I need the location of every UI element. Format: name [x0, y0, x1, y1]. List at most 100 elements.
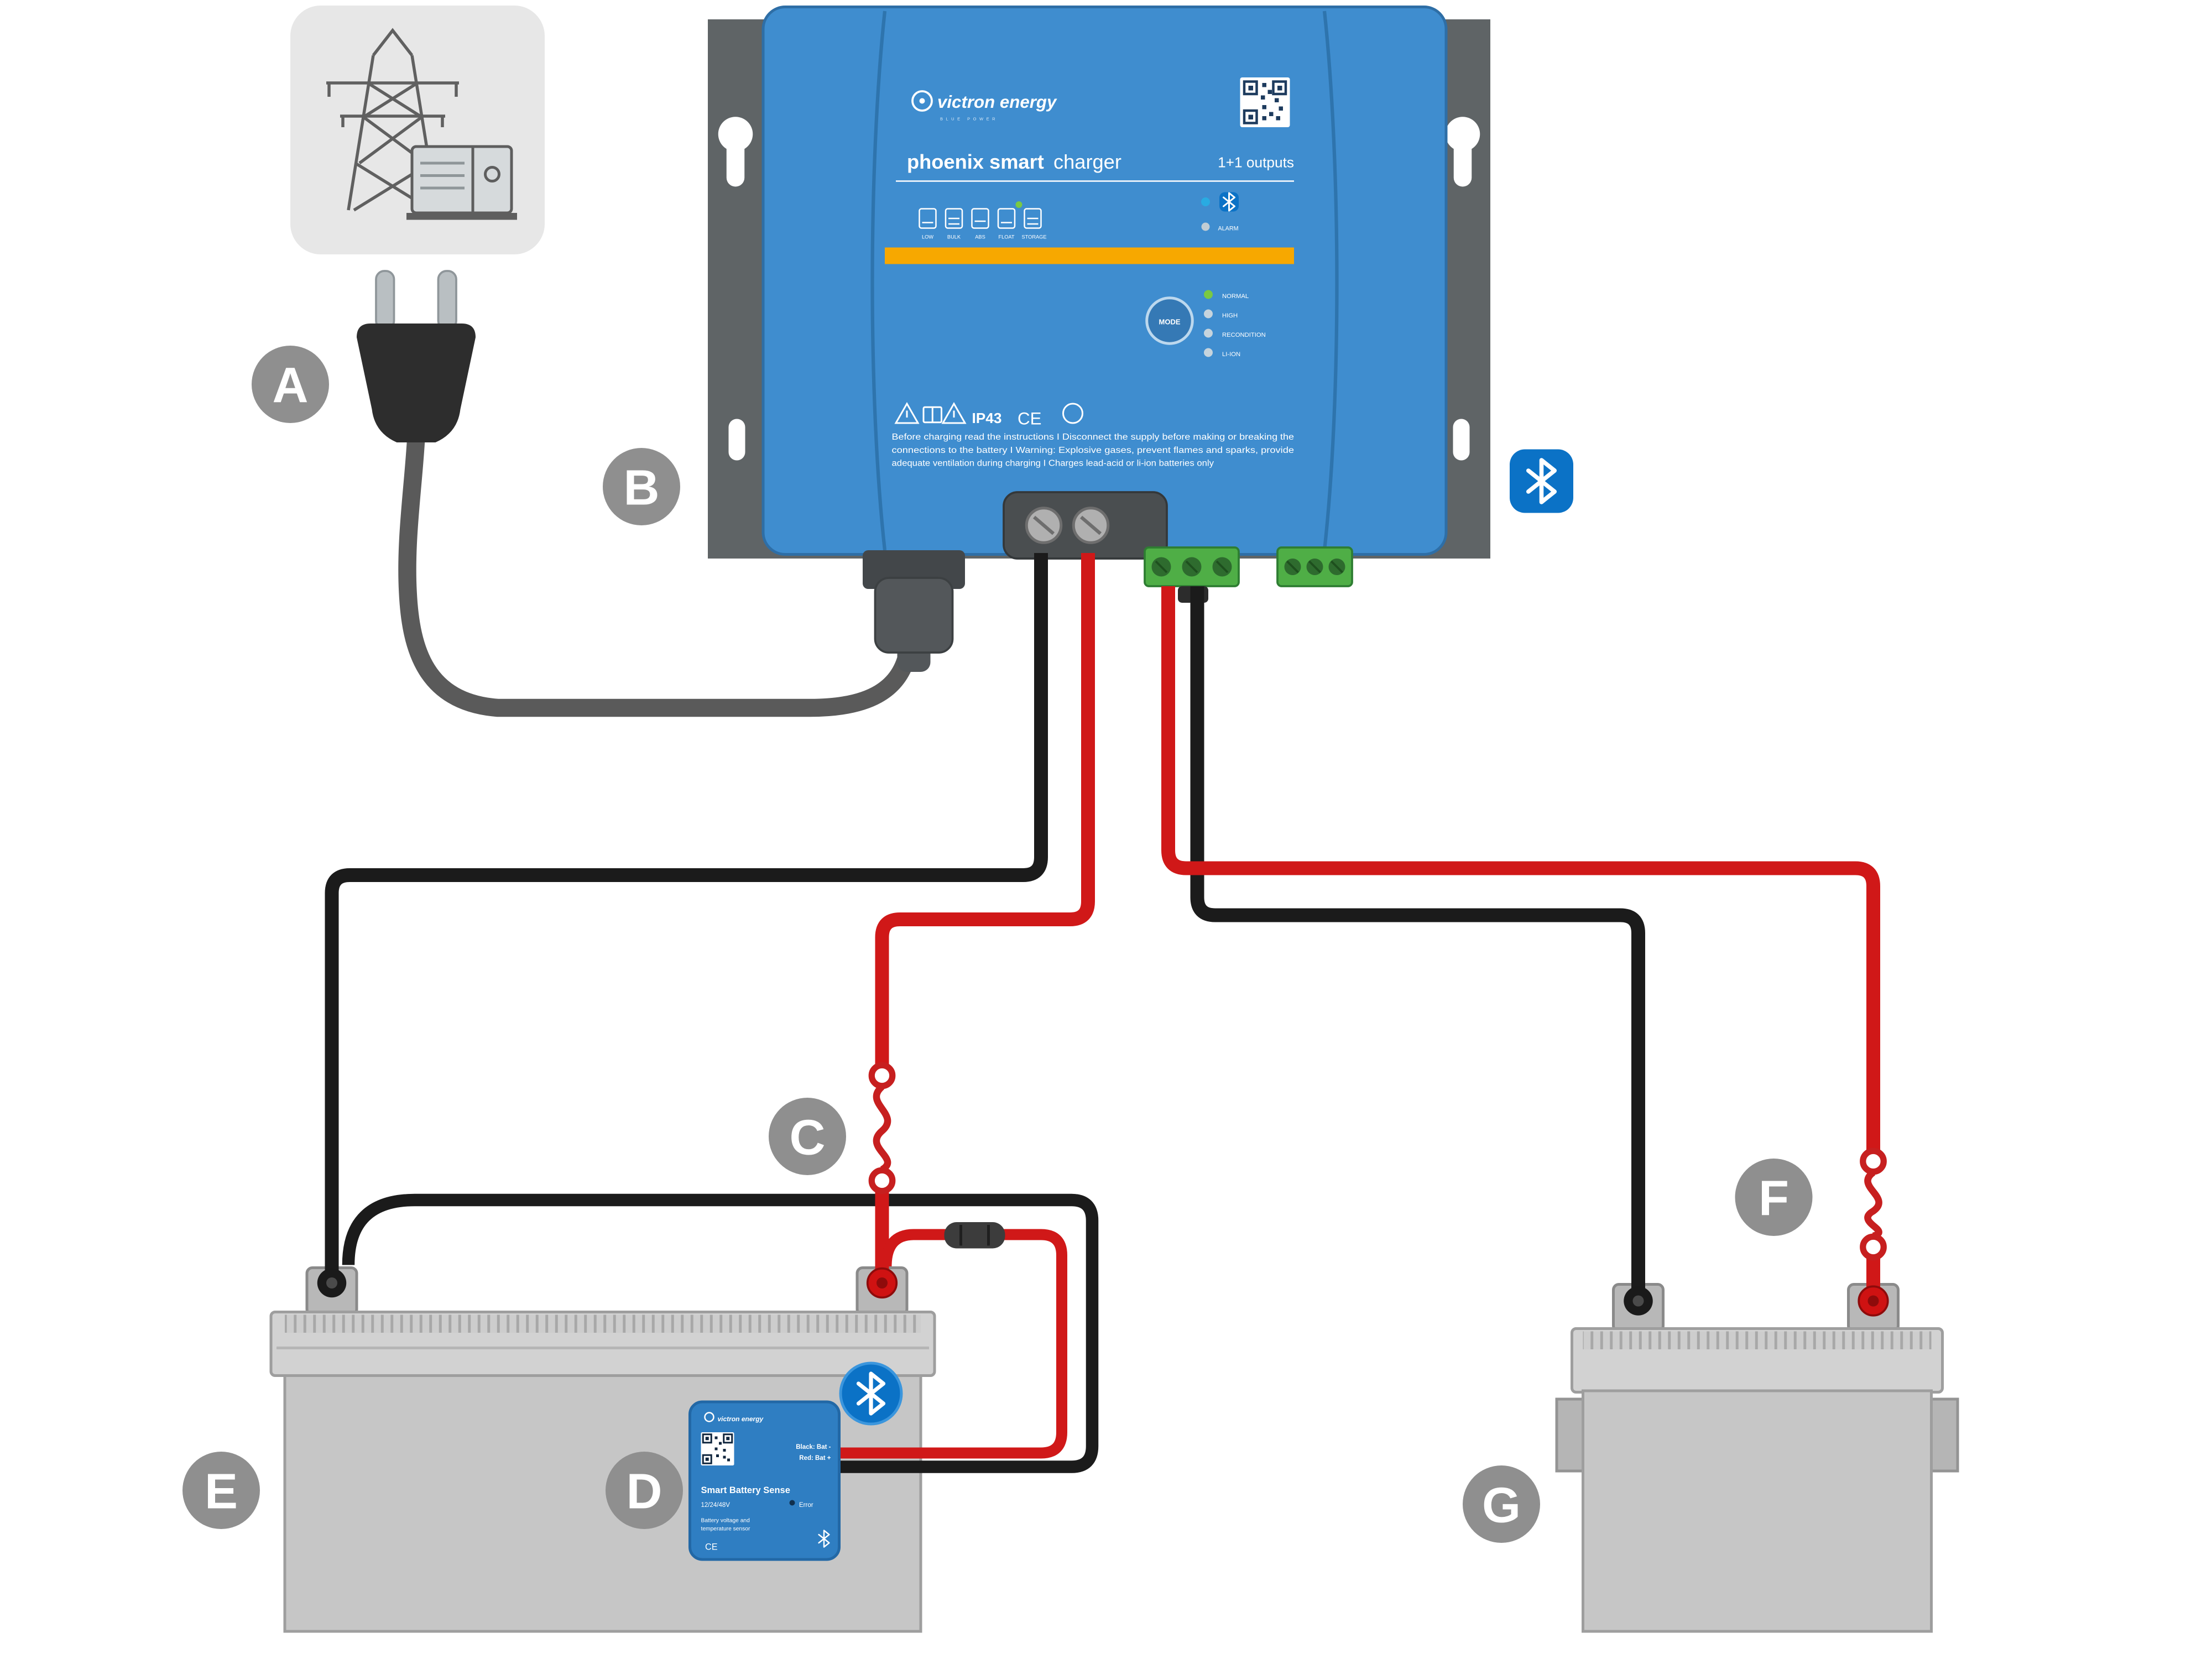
- charger-qr-code: [1240, 77, 1290, 127]
- transmission-tower-icon: [326, 28, 459, 212]
- warning-text: Before charging read the instructions I …: [892, 432, 1295, 468]
- wire-red-starter-upper: [1161, 586, 1880, 1150]
- svg-text:D: D: [627, 1464, 662, 1520]
- green-terminal-blocks: [1144, 546, 1353, 603]
- sense-voltage: 12/24/48V: [701, 1502, 731, 1509]
- label-a: A: [252, 346, 329, 423]
- bluetooth-icon-charger: [1510, 449, 1573, 513]
- mode-button-label: MODE: [1159, 317, 1181, 326]
- sense-title: Smart Battery Sense: [701, 1485, 790, 1495]
- liion-led: [1204, 348, 1213, 357]
- product-name-light: charger: [1053, 150, 1121, 173]
- ip-rating: IP43: [972, 410, 1002, 426]
- fuse-c-wave: [873, 1084, 891, 1173]
- label-c: C: [769, 1098, 846, 1175]
- plug-body: [357, 324, 476, 442]
- sense-ce-mark: CE: [705, 1542, 718, 1552]
- charger-brand-tagline: BLUE POWER: [940, 117, 998, 122]
- body-seam-left: [870, 11, 887, 551]
- charge-stage-indicators: LOW BULK ABS FLOAT STORAGE: [919, 201, 1047, 239]
- sense-red-wire-label: Red: Bat +: [799, 1455, 831, 1462]
- outputs-text: 1+1 outputs: [1218, 154, 1294, 171]
- ac-plug-and-cable: [357, 270, 954, 717]
- terminal-screws: [1025, 507, 1110, 544]
- warning-line-1: Before charging read the instructions I …: [892, 432, 1295, 442]
- label-b: B: [603, 448, 680, 525]
- svg-text:C: C: [790, 1110, 826, 1166]
- starter-flange-right: [1930, 1397, 1959, 1473]
- battery-lid-ridges: [285, 1314, 921, 1333]
- sense-qr-code: [701, 1432, 734, 1465]
- sense-desc-line2: temperature sensor: [701, 1526, 750, 1532]
- mode-label-recondition: RECONDITION: [1222, 332, 1266, 338]
- accent-bar: [885, 247, 1294, 264]
- callout-labels: A B C D E F G: [182, 346, 1813, 1543]
- iec-connector: [874, 577, 954, 672]
- body-seam-right: [1322, 11, 1339, 551]
- fuse-f: [1860, 1147, 1887, 1261]
- label-e: E: [182, 1452, 260, 1529]
- fuse-f-wave: [1864, 1169, 1882, 1240]
- ac-cable: [398, 427, 917, 717]
- terminal-lugs: [317, 1267, 1889, 1317]
- ac-plug: [357, 270, 476, 442]
- smart-battery-sense: victron energy Black: Bat - Red: Bat + S…: [688, 1400, 841, 1561]
- wire-sense-red: [830, 1229, 1067, 1459]
- stage-label-bulk: BULK: [947, 234, 961, 239]
- keyhole-mounts: [718, 117, 1480, 461]
- mode-label-liion: LI-ION: [1222, 351, 1240, 358]
- charger-body: [761, 6, 1448, 556]
- cert-mark-icon: [1062, 403, 1083, 424]
- sense-desc-line1: Battery voltage and: [701, 1518, 750, 1524]
- svg-text:A: A: [273, 358, 309, 414]
- sense-wire-connector: [944, 1222, 1005, 1249]
- warning-line-2: connections to the battery I Warning: Ex…: [892, 446, 1295, 455]
- mode-cluster: MODE NORMAL HIGH RECONDITION LI-ION: [1145, 290, 1266, 358]
- fuse-c-ring-bottom: [868, 1167, 896, 1194]
- mode-label-normal: NORMAL: [1222, 293, 1249, 300]
- fuse-f-ring-top: [1860, 1147, 1887, 1175]
- sense-black-wire-label: Black: Bat -: [796, 1444, 831, 1451]
- starter-lid-ridges: [1583, 1331, 1932, 1349]
- wire-red-house-upper: [875, 553, 1095, 1065]
- warning-triangle-icon: [894, 401, 920, 424]
- warning-line-3: adequate ventilation during charging I C…: [892, 459, 1214, 468]
- battery-starter: [1555, 1283, 1959, 1633]
- sense-error-label: Error: [799, 1502, 813, 1509]
- sense-device-body: [688, 1400, 841, 1561]
- wiring: [325, 553, 1880, 1473]
- mode-button[interactable]: [1145, 296, 1194, 345]
- stage-label-storage: STORAGE: [1021, 234, 1046, 239]
- plug-pin-left: [375, 270, 395, 330]
- starter-flange-left: [1555, 1397, 1584, 1473]
- normal-led: [1204, 290, 1213, 299]
- stage-label-abs: ABS: [975, 234, 985, 239]
- charger-brand-text: victron energy: [937, 92, 1057, 112]
- label-d: D: [606, 1452, 683, 1529]
- wire-sense-black: [342, 1193, 1099, 1473]
- sense-victron-logo: victron energy: [704, 1412, 764, 1423]
- fuse-f-ring-bottom: [1860, 1233, 1887, 1261]
- certification-row: IP43 CE: [894, 401, 1083, 429]
- product-name-bold: phoenix smart: [907, 150, 1044, 173]
- wire-black-starter: [1190, 586, 1645, 1293]
- ce-mark: CE: [1018, 409, 1041, 429]
- svg-text:E: E: [205, 1464, 238, 1520]
- label-f: F: [1735, 1159, 1813, 1236]
- warning-triangle-icon-2: [941, 401, 967, 424]
- starter-body: [1582, 1389, 1933, 1633]
- recondition-led: [1204, 328, 1213, 338]
- sense-error-led: [789, 1500, 795, 1506]
- svg-text:F: F: [1759, 1171, 1789, 1227]
- stage-label-low: LOW: [922, 234, 933, 239]
- plug-pin-right: [437, 270, 457, 330]
- generator-icon: [406, 145, 517, 220]
- alarm-led: [1201, 222, 1210, 231]
- power-source-icon: [290, 6, 545, 254]
- status-led-cluster: ALARM: [1201, 192, 1239, 232]
- victron-logo: victron energy BLUE POWER: [911, 90, 1057, 122]
- fuse-c-ring-top: [868, 1062, 896, 1089]
- charged-led: [1015, 201, 1022, 208]
- mode-label-high: HIGH: [1222, 312, 1238, 319]
